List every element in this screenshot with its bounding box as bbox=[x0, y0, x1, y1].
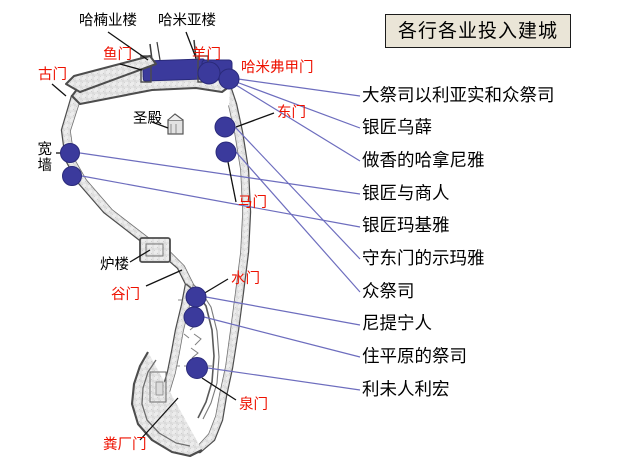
leader-hanan-el-tower bbox=[107, 31, 149, 61]
map-label-temple: 圣殿 bbox=[133, 111, 162, 127]
leader-fountain-gate bbox=[201, 377, 237, 401]
marker-east bbox=[214, 116, 236, 138]
map-label-east-gate: 东门 bbox=[277, 105, 306, 121]
map-label-valley-gate: 谷门 bbox=[111, 287, 140, 303]
leader-hammeah-tower bbox=[185, 31, 197, 59]
leader-valley-gate bbox=[145, 269, 183, 287]
list-item-label: 尼提宁人 bbox=[362, 314, 432, 335]
list-item: 守东门的示玛雅 bbox=[362, 243, 630, 276]
temple-icon bbox=[167, 113, 184, 135]
connector-to-item-3 bbox=[230, 81, 361, 162]
connector-to-item-6 bbox=[234, 126, 361, 260]
list-item-label: 大祭司以利亚实和众祭司 bbox=[362, 85, 555, 106]
gate-markers bbox=[60, 61, 240, 379]
list-item-label: 做香的哈拿尼雅 bbox=[362, 150, 485, 171]
page-title: 各行各业投入建城 bbox=[397, 19, 558, 42]
title-box: 各行各业投入建城 bbox=[385, 14, 571, 48]
list-item-label: 银匠乌薛 bbox=[362, 118, 432, 139]
list-item-label: 守东门的示玛雅 bbox=[362, 249, 485, 270]
map-label-water-gate: 水门 bbox=[231, 271, 260, 287]
map-label-hanan-el-tower: 哈楠业楼 bbox=[79, 13, 137, 29]
leader-east-gate bbox=[235, 112, 275, 128]
list-item-label: 众祭司 bbox=[362, 281, 415, 302]
marker-sheep bbox=[197, 61, 221, 85]
leader-temple bbox=[151, 121, 169, 129]
marker-water-2 bbox=[183, 306, 205, 328]
marker-fountain bbox=[186, 357, 208, 379]
list-item: 大祭司以利亚实和众祭司 bbox=[362, 80, 630, 113]
map-label-hammeah-tower: 哈米亚楼 bbox=[158, 13, 216, 29]
northwest-wall-slab bbox=[65, 55, 157, 93]
list-item: 利未人利宏 bbox=[362, 374, 630, 407]
map-label-broad-wall: 宽墙 bbox=[37, 142, 52, 174]
connector-to-item-10 bbox=[207, 367, 361, 391]
list-item: 众祭司 bbox=[362, 276, 630, 309]
list-item: 做香的哈拿尼雅 bbox=[362, 145, 630, 178]
map-label-horse-gate: 马门 bbox=[238, 195, 267, 211]
map-label-sheep-gate: 羊门 bbox=[192, 47, 221, 63]
connector-to-item-5 bbox=[81, 175, 361, 228]
list-item-label: 住平原的祭司 bbox=[362, 347, 467, 368]
furnace-tower-block bbox=[139, 237, 171, 263]
marker-broad-1 bbox=[60, 143, 80, 163]
map-label-fish-gate: 鱼门 bbox=[103, 47, 132, 63]
connector-to-item-1 bbox=[230, 77, 361, 97]
list-item: 银匠与商人 bbox=[362, 178, 630, 211]
connector-to-item-2 bbox=[230, 79, 361, 129]
marker-hammiphkad bbox=[218, 68, 240, 90]
map-label-fountain-gate: 泉门 bbox=[239, 397, 268, 413]
leader-dung-gate bbox=[139, 397, 179, 441]
description-list: 大祭司以利亚实和众祭司 银匠乌薛 做香的哈拿尼雅 银匠与商人 银匠玛基雅 守东门… bbox=[362, 80, 630, 407]
list-item: 银匠乌薛 bbox=[362, 113, 630, 146]
map-label-furnace-tower: 炉楼 bbox=[100, 257, 129, 273]
list-item: 尼提宁人 bbox=[362, 309, 630, 342]
leader-old-gate bbox=[51, 83, 67, 97]
connector-to-item-8 bbox=[205, 296, 361, 326]
list-item: 银匠玛基雅 bbox=[362, 211, 630, 244]
marker-horse bbox=[215, 141, 237, 163]
list-item: 住平原的祭司 bbox=[362, 342, 630, 375]
leader-horse-gate bbox=[227, 161, 237, 203]
map-label-old-gate: 古门 bbox=[38, 67, 67, 83]
marker-broad-2 bbox=[62, 166, 82, 186]
leader-furnace-tower bbox=[129, 249, 151, 263]
leader-fish-gate bbox=[119, 63, 143, 71]
list-item-label: 利未人利宏 bbox=[362, 379, 450, 400]
map-label-hammiphkad-gate: 哈米弗甲门 bbox=[241, 60, 314, 76]
list-item-label: 银匠玛基雅 bbox=[362, 216, 450, 237]
connector-to-item-9 bbox=[203, 316, 361, 358]
connector-to-item-4 bbox=[79, 152, 361, 195]
list-item-label: 银匠与商人 bbox=[362, 183, 450, 204]
connector-to-item-7 bbox=[235, 151, 361, 293]
map-label-dung-gate: 粪厂门 bbox=[103, 437, 147, 453]
